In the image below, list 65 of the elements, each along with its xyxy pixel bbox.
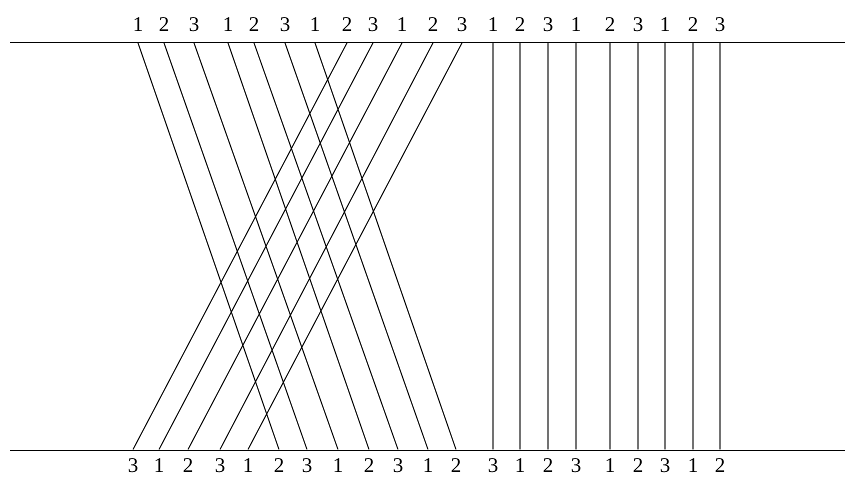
strand-line bbox=[492, 42, 494, 450]
strand-line bbox=[137, 42, 280, 450]
strand-number: 2 bbox=[158, 13, 170, 35]
strand-number: 3 bbox=[486, 454, 500, 476]
strand-number: 1 bbox=[686, 454, 700, 476]
strand-number: 2 bbox=[272, 454, 286, 476]
strand-number: 2 bbox=[340, 13, 354, 35]
strand-line bbox=[637, 42, 639, 450]
strand-number: 3 bbox=[188, 13, 200, 35]
strand-number: 2 bbox=[686, 13, 700, 35]
strand-number: 2 bbox=[362, 454, 376, 476]
strand-number: 2 bbox=[514, 13, 526, 35]
strand-line bbox=[609, 42, 611, 450]
strand-number: 3 bbox=[714, 13, 726, 35]
strand-number: 1 bbox=[152, 454, 166, 476]
strand-line bbox=[719, 42, 721, 450]
strand-number: 2 bbox=[426, 13, 440, 35]
strand-number: 1 bbox=[658, 13, 672, 35]
strand-line bbox=[575, 42, 577, 450]
strand-line bbox=[163, 42, 308, 450]
strand-line bbox=[664, 42, 666, 450]
strand-number: 3 bbox=[278, 13, 292, 35]
strand-line bbox=[220, 42, 434, 450]
strand-number: 2 bbox=[604, 13, 616, 35]
strand-line bbox=[132, 42, 348, 450]
strand-number: 3 bbox=[366, 13, 380, 35]
strand-number: 3 bbox=[214, 454, 226, 476]
strand-line bbox=[314, 42, 457, 450]
strand-number: 2 bbox=[632, 454, 644, 476]
strand-number: 1 bbox=[514, 454, 526, 476]
strand-number: 1 bbox=[486, 13, 500, 35]
strand-number: 1 bbox=[222, 13, 234, 35]
strand-number: 1 bbox=[308, 13, 322, 35]
horizontal-rule bbox=[10, 42, 845, 43]
strand-number: 3 bbox=[632, 13, 644, 35]
strand-number: 3 bbox=[570, 454, 582, 476]
strand-number: 2 bbox=[714, 454, 726, 476]
strand-line bbox=[284, 42, 429, 450]
strand-number: 3 bbox=[542, 13, 554, 35]
strand-line bbox=[547, 42, 549, 450]
strand-number: 3 bbox=[392, 454, 404, 476]
strand-number: 1 bbox=[570, 13, 582, 35]
strand-number: 1 bbox=[332, 454, 344, 476]
strand-number: 1 bbox=[604, 454, 616, 476]
strand-number: 1 bbox=[422, 454, 434, 476]
strand-line bbox=[188, 42, 402, 450]
strand-number: 2 bbox=[542, 454, 554, 476]
strand-line bbox=[227, 42, 370, 450]
strand-line bbox=[193, 42, 339, 450]
strand-number: 1 bbox=[242, 454, 254, 476]
horizontal-rule bbox=[10, 450, 845, 451]
strand-number: 3 bbox=[456, 13, 468, 35]
strand-line bbox=[158, 42, 374, 450]
strand-number: 2 bbox=[182, 454, 194, 476]
strand-number: 3 bbox=[126, 454, 140, 476]
strand-number: 3 bbox=[658, 454, 672, 476]
strand-number: 1 bbox=[396, 13, 408, 35]
strand-line bbox=[248, 42, 462, 450]
strand-number: 3 bbox=[300, 454, 314, 476]
strand-line bbox=[519, 42, 521, 450]
strand-number: 2 bbox=[248, 13, 260, 35]
strand-number: 1 bbox=[132, 13, 144, 35]
strand-line bbox=[253, 42, 399, 450]
strand-line bbox=[692, 42, 694, 450]
strand-number: 2 bbox=[450, 454, 462, 476]
